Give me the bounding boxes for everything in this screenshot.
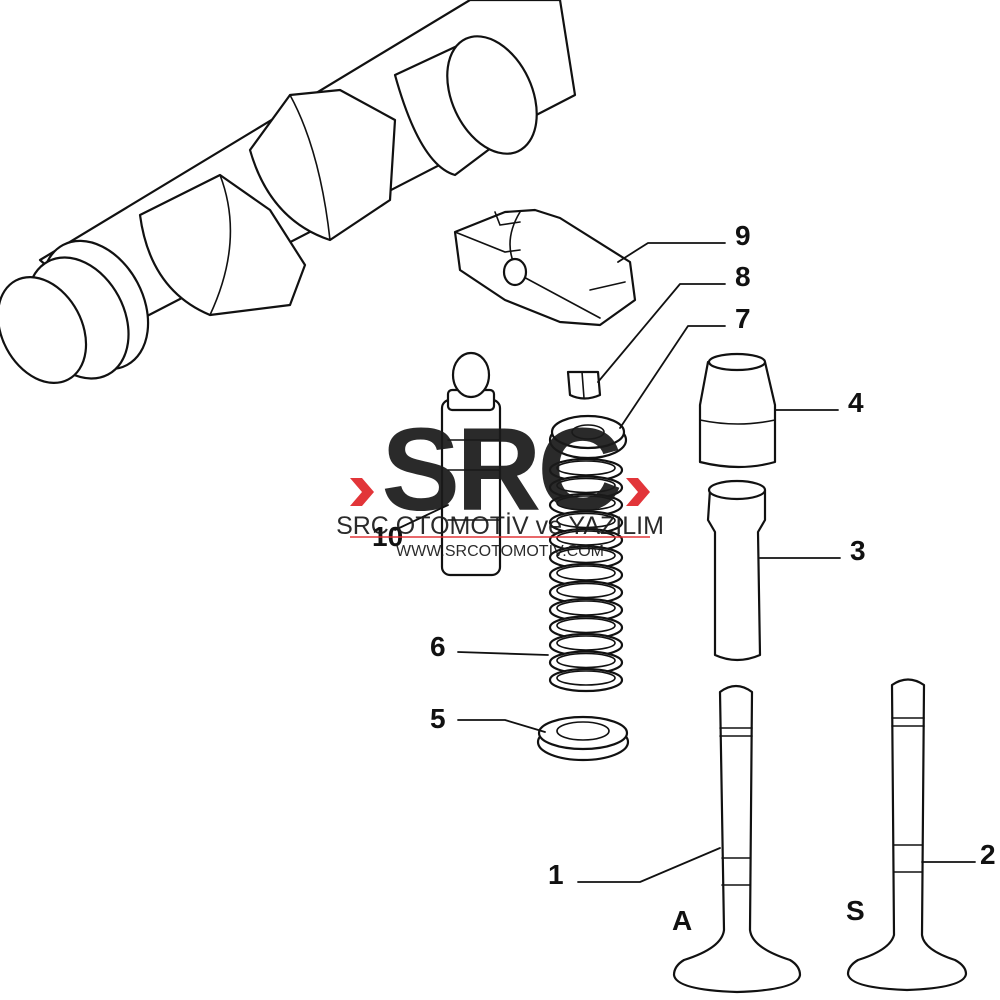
watermark-chevron-left	[350, 478, 374, 506]
callout-1: 1	[548, 859, 564, 890]
intake-valve-icon	[672, 684, 802, 994]
callout-7: 7	[735, 303, 751, 334]
leader-6	[457, 651, 549, 656]
spring-coil-inner	[556, 477, 616, 494]
spring-coil-inner	[556, 512, 616, 529]
leader-1	[577, 847, 721, 883]
valve-label-intake: A	[672, 905, 692, 936]
callout-6: 6	[430, 631, 446, 662]
callout-5: 5	[430, 703, 446, 734]
callout-3: 3	[850, 535, 866, 566]
spring-retainer-icon	[548, 414, 628, 460]
valve-spring-icon	[548, 457, 624, 693]
watermark-chevron-right	[626, 478, 650, 506]
spring-coil-inner	[556, 652, 616, 669]
watermark-url: WWW.SRCOTOMOTIV.COM	[396, 543, 604, 560]
callout-8: 8	[735, 261, 751, 292]
spring-coil-inner	[556, 670, 616, 686]
rocker-arm-icon	[453, 208, 637, 327]
leader-lines	[394, 242, 976, 883]
valve-stem-seal-icon	[698, 352, 777, 469]
leader-7	[619, 325, 726, 429]
leader-10	[394, 504, 449, 531]
spring-coil	[548, 667, 624, 693]
spring-coil-inner	[556, 460, 616, 476]
valve-label-exhaust: S	[846, 895, 865, 926]
watermark-logo: SRC	[381, 404, 619, 536]
leader-5	[457, 719, 546, 733]
spring-coil-inner	[556, 547, 616, 564]
spring-seat-icon	[536, 715, 630, 762]
spring-coil-inner	[556, 582, 616, 599]
hydraulic-tappet-icon	[440, 351, 502, 577]
camshaft-icon	[0, 0, 577, 384]
leader-9	[617, 242, 726, 263]
watermark: SRC SRC OTOMOTİV ve YAZILIM WWW.SRCOTOMO…	[336, 404, 664, 560]
spring-coil-inner	[556, 635, 616, 651]
spring-coil-inner	[556, 530, 616, 546]
valve-collet-icon	[566, 370, 602, 400]
valve-guide-icon	[706, 479, 767, 662]
spring-coil-inner	[556, 617, 616, 634]
callout-9: 9	[735, 220, 751, 251]
leader-8	[597, 283, 726, 383]
watermark-company: SRC OTOMOTİV ve YAZILIM	[336, 511, 664, 540]
spring-coil-inner	[556, 600, 616, 616]
callout-2: 2	[980, 839, 996, 870]
spring-coil-inner	[556, 495, 616, 511]
exhaust-valve-icon	[846, 678, 968, 992]
callout-4: 4	[848, 387, 864, 418]
spring-coil-inner	[556, 565, 616, 581]
